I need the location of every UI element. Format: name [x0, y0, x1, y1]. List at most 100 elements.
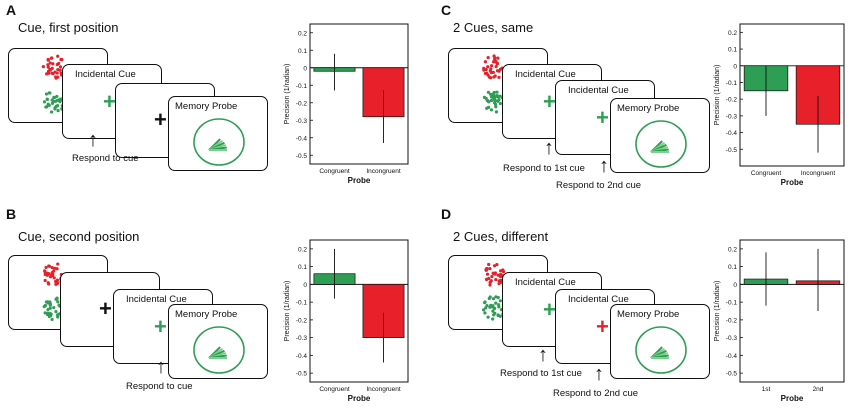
stimulus-dot [43, 311, 47, 315]
x-tick-label: 1st [762, 386, 771, 393]
stimulus-dot [488, 266, 492, 271]
plot-frame [739, 23, 845, 167]
x-axis-label: Probe [348, 394, 371, 403]
stimulus-dot [486, 90, 490, 94]
stimulus-dot [483, 71, 488, 76]
probe-card: Memory Probe [168, 96, 268, 171]
stimulus-dot [494, 110, 499, 114]
stimulus-dot [494, 60, 498, 64]
stimulus-dot [493, 57, 497, 62]
stimulus-dot [497, 98, 501, 102]
black-cross-icon: + [99, 296, 112, 321]
y-tick-label: -0.3 [726, 113, 738, 120]
panel-title: Cue, second position [18, 229, 140, 244]
card-label: Memory Probe [175, 309, 238, 320]
stimulus-dot [494, 64, 498, 69]
panel-letter: B [6, 206, 17, 222]
stimulus-dot [50, 110, 54, 114]
respond-label: Respond to cue [72, 153, 139, 164]
stimulus-dot [492, 264, 497, 268]
stimulus-dot [48, 61, 52, 65]
stimulus-dot [485, 272, 490, 276]
stimulus-dot [55, 103, 60, 108]
stimulus-dot [482, 308, 486, 312]
y-axis-label: Precision (1/radian) [284, 281, 291, 342]
green-cross-icon: + [543, 89, 556, 114]
panel-title: 2 Cues, different [453, 229, 549, 244]
stimulus-dot [491, 271, 495, 275]
stimulus-dot [52, 95, 56, 100]
stimulus-dot [493, 102, 498, 106]
y-tick-label: 0.2 [298, 30, 307, 37]
stimulus-dot [489, 64, 494, 68]
card-label: Incidental Cue [568, 294, 629, 305]
stimulus-dot [43, 278, 47, 283]
x-axis-label: Probe [781, 178, 804, 187]
stimulus-dot [488, 280, 492, 285]
stimulus-dot [58, 65, 63, 69]
stimulus-dot [46, 57, 50, 62]
stimulus-dot [488, 283, 492, 287]
stimulus-dot [57, 312, 61, 316]
stimulus-dot [49, 56, 53, 60]
probe-circle-icon [635, 120, 687, 168]
stimulus-dot [51, 71, 55, 76]
x-tick-label: Incongruent [801, 170, 836, 177]
x-axis-label: Probe [348, 176, 371, 185]
y-tick-label: 0 [733, 63, 737, 70]
y-tick-label: -0.1 [296, 300, 308, 307]
green-cross-icon: + [154, 314, 167, 339]
stimulus-dot [483, 300, 487, 304]
stimulus-dot [50, 265, 54, 270]
stimulus-dot [489, 98, 494, 103]
stimulus-dot [56, 67, 60, 72]
y-tick-label: -0.2 [726, 317, 738, 324]
y-tick-label: 0.1 [298, 48, 307, 55]
card-label: Incidental Cue [126, 294, 187, 305]
stimulus-dot [46, 63, 50, 67]
stimulus-dot [498, 101, 502, 106]
stimulus-dot [48, 91, 52, 95]
probe-ring [193, 326, 245, 374]
stimulus-dot [51, 62, 55, 66]
stimulus-dot [55, 71, 59, 75]
stimulus-dot [495, 90, 499, 94]
stimulus-dot [50, 66, 54, 71]
dot-clusters [482, 262, 506, 321]
stimulus-dot [56, 108, 60, 113]
stimulus-dot [497, 303, 501, 307]
stimulus-dot [55, 267, 59, 271]
card-label: Memory Probe [175, 101, 238, 112]
stimulus-dot [43, 269, 47, 273]
stimulus-dot [45, 97, 49, 101]
y-tick-label: -0.4 [296, 353, 308, 360]
arrow-up-icon: ↑ [88, 129, 98, 151]
y-tick-label: -0.5 [726, 371, 738, 378]
stimulus-dot [45, 105, 49, 109]
stimulus-dot [489, 92, 493, 96]
stimulus-dot [491, 93, 496, 97]
stimulus-dot [486, 315, 490, 319]
stimulus-dot [495, 262, 499, 267]
arrow-up-icon: ↑ [599, 155, 609, 177]
probe-ring [635, 326, 687, 374]
stimulus-dot [53, 105, 57, 110]
stimulus-dot [43, 303, 48, 308]
stimulus-dot [59, 57, 63, 62]
stimulus-dot [55, 278, 60, 282]
stimulus-dot [491, 317, 495, 321]
stimulus-dot [482, 68, 486, 72]
plot-frame [309, 239, 409, 383]
stimulus-dot [54, 309, 58, 314]
stimulus-dot [485, 303, 489, 308]
respond-label: Respond to 2nd cue [553, 388, 639, 399]
stimulus-dot [491, 297, 496, 301]
green-cross-icon: + [543, 297, 556, 322]
panel-letter: C [441, 2, 452, 18]
stimulus-dot [48, 275, 53, 279]
stimulus-dot [46, 307, 50, 312]
y-tick-label: -0.5 [726, 147, 738, 154]
card-label: Incidental Cue [568, 85, 629, 96]
stimulus-dot [497, 279, 501, 283]
